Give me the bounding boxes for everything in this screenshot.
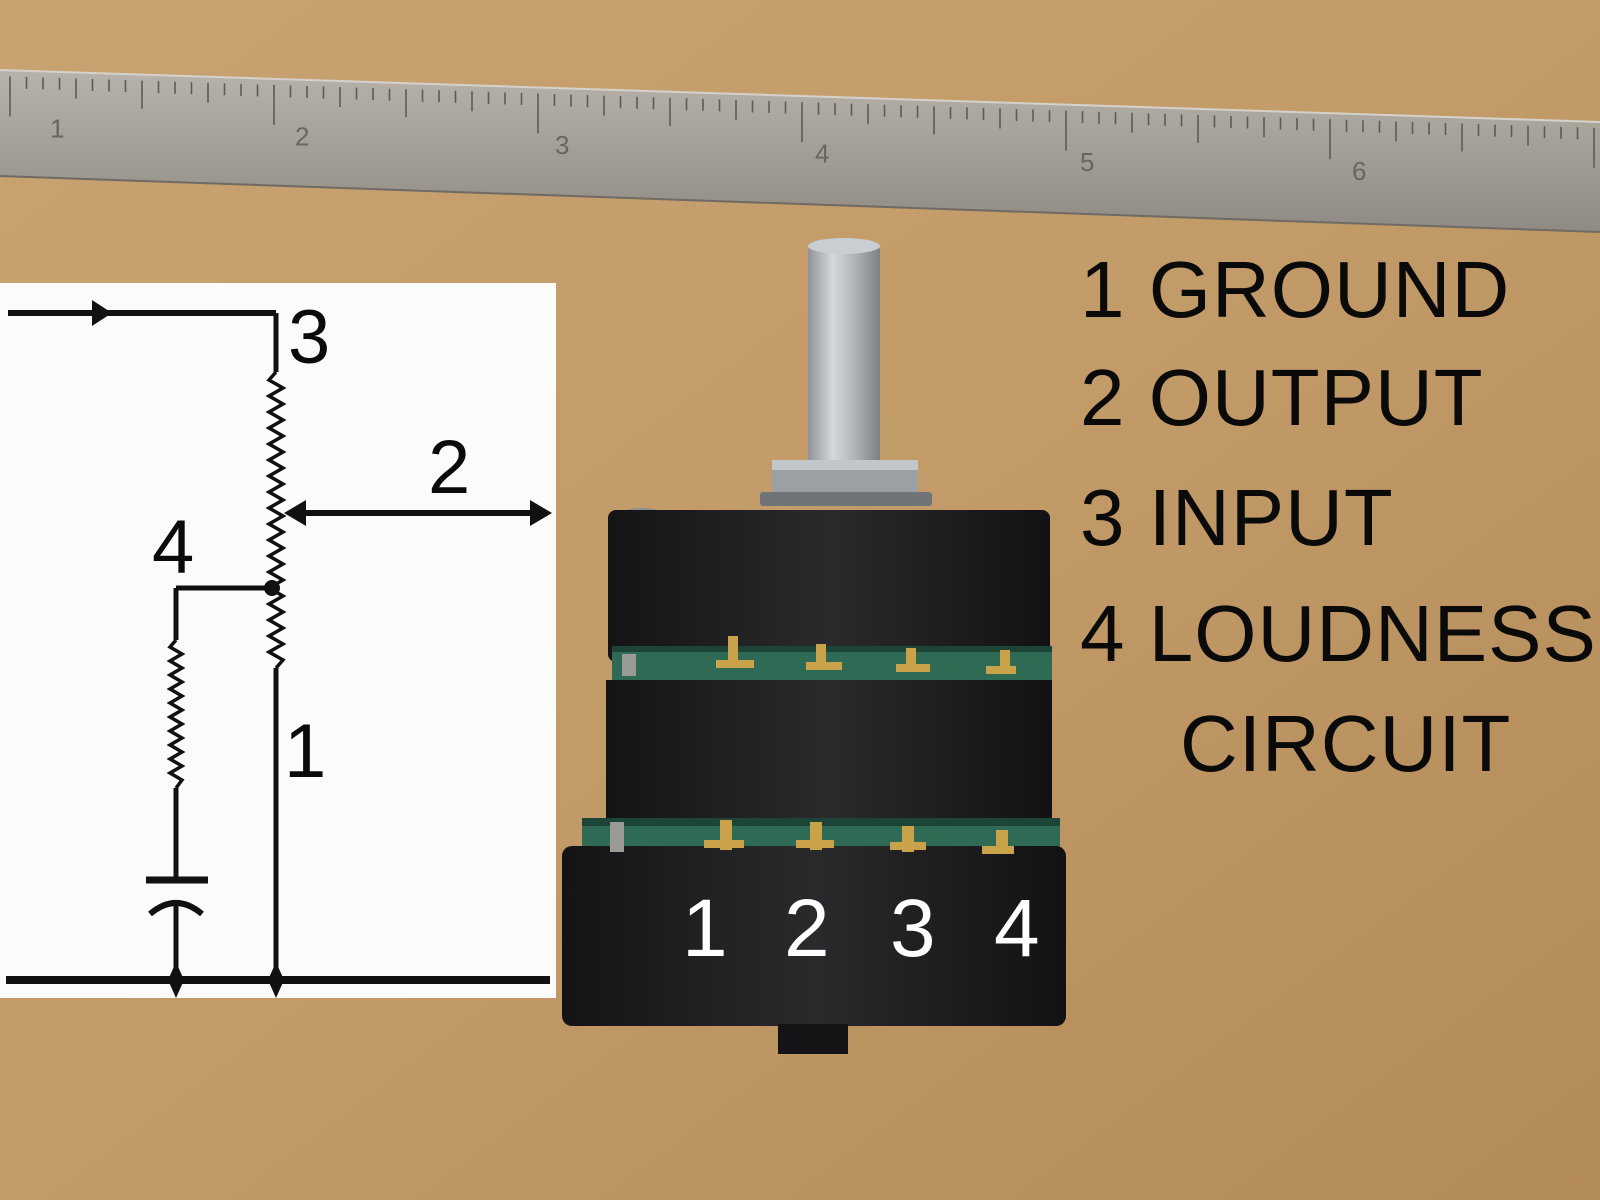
pins-lower xyxy=(704,820,1014,854)
ruler: 1 2 3 4 5 6 xyxy=(0,69,1600,233)
ruler-numbers: 1 2 3 4 5 6 xyxy=(50,114,1366,186)
legend-input: 3 INPUT xyxy=(1080,473,1394,562)
potentiometer-resistor xyxy=(265,370,287,670)
pin-label-1: 1 xyxy=(682,883,728,974)
ruler-ticks xyxy=(9,76,1595,168)
input-arrow-icon xyxy=(92,300,112,326)
ruler-number: 6 xyxy=(1352,156,1366,186)
schematic-label-loudness: 4 xyxy=(152,505,195,590)
body-upper xyxy=(608,510,1050,662)
legend-loudness: 4 LOUDNESS xyxy=(1080,589,1597,678)
legend-ground: 1 GROUND xyxy=(1080,245,1511,334)
potentiometer-component xyxy=(562,238,1066,1054)
ruler-number: 4 xyxy=(815,138,829,168)
shaft xyxy=(808,245,880,470)
schematic-label-ground: 1 xyxy=(284,709,327,794)
pin-label-2: 2 xyxy=(784,883,830,974)
schematic-label-input: 3 xyxy=(288,295,331,380)
ruler-number: 3 xyxy=(555,130,569,160)
legend-output: 2 OUTPUT xyxy=(1080,353,1484,442)
body-lower xyxy=(562,846,1066,1026)
body-middle xyxy=(606,680,1052,818)
pins-upper xyxy=(716,636,1016,674)
ruler-number: 5 xyxy=(1080,147,1094,177)
ruler-number: 2 xyxy=(295,122,309,152)
output-arrow-icon xyxy=(530,500,552,526)
pin-label-3: 3 xyxy=(890,883,936,974)
legend-circuit: CIRCUIT xyxy=(1180,699,1512,788)
pin-label-4: 4 xyxy=(994,883,1040,974)
schematic-diagram xyxy=(0,283,556,998)
schematic-label-output: 2 xyxy=(428,425,471,510)
ruler-number: 1 xyxy=(50,114,64,144)
wiper-arrow-icon xyxy=(284,500,306,526)
loudness-resistor xyxy=(166,638,186,790)
